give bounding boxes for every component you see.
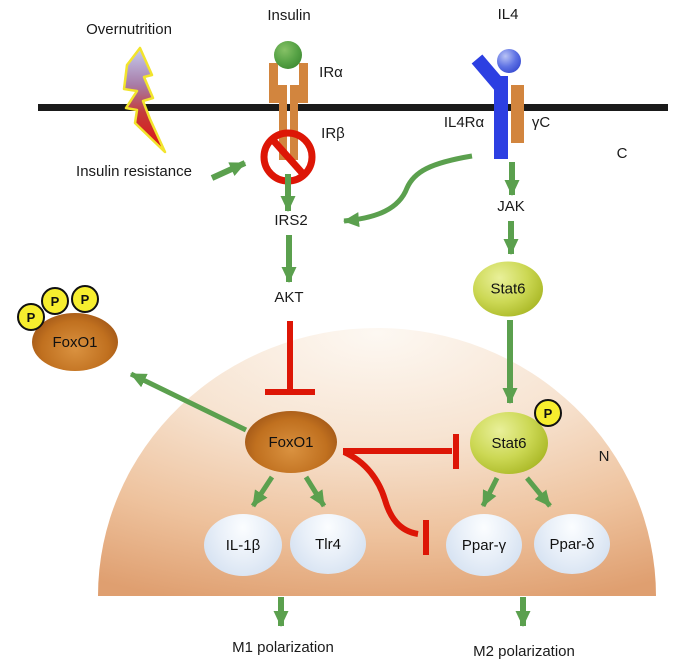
il4r-alpha-label: IL4Rα bbox=[443, 113, 485, 131]
inhibition-lines bbox=[265, 321, 459, 555]
plasma-membrane bbox=[38, 104, 668, 111]
il1b-target-node: IL-1β bbox=[204, 514, 282, 576]
m2-polarization-label: M2 polarization bbox=[473, 642, 575, 660]
foxo1-exported-text: FoxO1 bbox=[52, 333, 98, 351]
il4-label: IL4 bbox=[497, 5, 519, 23]
ppard-text: Ppar-δ bbox=[549, 535, 595, 553]
tlr4-text: Tlr4 bbox=[315, 535, 341, 553]
il1b-text: IL-1β bbox=[225, 536, 261, 554]
insulin-ligand-icon bbox=[274, 41, 302, 69]
stat6-nucleus-node: Stat6 bbox=[470, 412, 548, 474]
overnutrition-label: Overnutrition bbox=[86, 20, 172, 38]
insulin-resistance-label: Insulin resistance bbox=[76, 162, 192, 180]
gamma-c-chain-shape bbox=[511, 85, 524, 143]
phosphate-icon: P bbox=[71, 285, 99, 313]
arrow-il4r-to-irs2 bbox=[343, 153, 473, 228]
pparg-text: Ppar-γ bbox=[461, 536, 507, 554]
irs2-label: IRS2 bbox=[274, 211, 308, 229]
nucleus-label: N bbox=[598, 447, 610, 465]
arrow-stat6-to-ppard bbox=[525, 476, 552, 508]
stat6-cytoplasm-node: Stat6 bbox=[473, 261, 543, 317]
lightning-bolt-icon bbox=[122, 46, 167, 154]
foxo1-nucleus-node: FoxO1 bbox=[245, 411, 337, 473]
phosphate-icon: P bbox=[41, 287, 69, 315]
phosphate-icon: P bbox=[17, 303, 45, 331]
jak-label: JAK bbox=[497, 197, 525, 215]
ir-beta-label: IRβ bbox=[321, 124, 345, 142]
tlr4-target-node: Tlr4 bbox=[290, 514, 366, 574]
stat6-nucleus-text: Stat6 bbox=[491, 434, 527, 452]
inhibition-foxo1-pparg-stem bbox=[342, 449, 419, 537]
activation-arrows bbox=[129, 153, 552, 627]
arrow-foxo1-to-il1b bbox=[250, 475, 275, 508]
stat6-cytoplasm-text: Stat6 bbox=[490, 280, 526, 298]
arrow-stat6-to-pparg bbox=[480, 476, 500, 508]
pparg-target-node: Ppar-γ bbox=[446, 514, 522, 576]
cytoplasm-label: C bbox=[616, 144, 628, 162]
il4-receptor-stem-shape bbox=[494, 76, 508, 159]
arrow-foxo1-to-tlr4 bbox=[303, 475, 327, 508]
insulin-label: Insulin bbox=[267, 6, 311, 24]
arrow-insulin-resistance bbox=[210, 160, 247, 181]
ppard-target-node: Ppar-δ bbox=[534, 514, 610, 574]
akt-label: AKT bbox=[274, 288, 304, 306]
m1-polarization-label: M1 polarization bbox=[232, 638, 334, 656]
ir-alpha-label: IRα bbox=[319, 63, 343, 81]
arrow-foxo1-export bbox=[129, 371, 248, 433]
gamma-c-label: γC bbox=[531, 113, 551, 131]
il4-ligand-icon bbox=[497, 49, 521, 73]
foxo1-exported-node: FoxO1 bbox=[32, 313, 118, 371]
foxo1-nucleus-text: FoxO1 bbox=[268, 433, 314, 451]
phosphate-icon: P bbox=[534, 399, 562, 427]
prohibition-icon bbox=[260, 129, 316, 185]
